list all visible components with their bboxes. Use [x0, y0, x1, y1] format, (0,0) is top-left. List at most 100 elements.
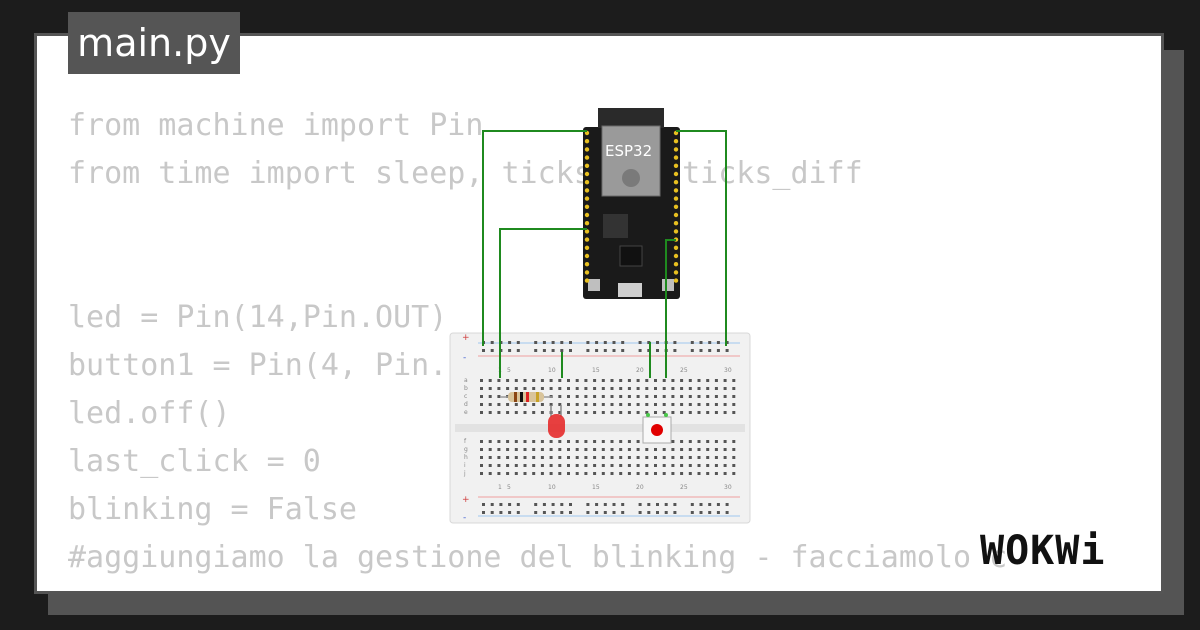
breadboard-hole — [723, 379, 727, 382]
breadboard-hole — [532, 464, 536, 467]
push-button[interactable] — [642, 413, 672, 444]
breadboard-hole — [488, 387, 492, 390]
col-number: 15 — [592, 484, 600, 491]
row-letter: g — [464, 446, 468, 453]
breadboard-hole — [480, 411, 483, 414]
breadboard-hole — [697, 440, 701, 443]
breadboard-hole — [586, 341, 590, 344]
header-pin — [584, 262, 590, 267]
breadboard-hole — [688, 448, 692, 451]
breadboard-hole — [671, 387, 675, 390]
breadboard-hole — [534, 503, 538, 506]
breadboard-hole — [621, 341, 625, 344]
breadboard-hole — [680, 379, 684, 382]
file-tab[interactable]: main.py — [68, 12, 240, 74]
breadboard-hole — [612, 511, 616, 514]
breadboard-hole — [714, 440, 718, 443]
breadboard-hole — [534, 511, 538, 514]
breadboard-hole — [603, 341, 607, 344]
breadboard-hole — [697, 403, 701, 406]
breadboard-hole — [567, 448, 570, 451]
breadboard-hole — [688, 464, 692, 467]
breadboard-hole — [569, 349, 572, 352]
led[interactable] — [548, 405, 565, 438]
boot-button[interactable] — [588, 279, 600, 291]
col-number: 30 — [724, 367, 732, 374]
breadboard-hole — [575, 379, 579, 382]
breadboard-hole — [488, 456, 492, 459]
col-number: 1 — [498, 484, 502, 491]
breadboard-hole — [490, 349, 494, 352]
breadboard-hole — [532, 448, 536, 451]
breadboard-hole — [697, 379, 701, 382]
header-pin — [673, 163, 679, 168]
breadboard-hole — [567, 411, 570, 414]
breadboard-hole — [619, 456, 623, 459]
breadboard-hole — [725, 511, 729, 514]
breadboard-hole — [508, 503, 512, 506]
breadboard-hole — [593, 448, 597, 451]
breadboard-hole — [706, 456, 710, 459]
breadboard-hole — [488, 403, 492, 406]
header-pin — [584, 155, 590, 160]
breadboard-hole — [497, 464, 501, 467]
breadboard-hole — [671, 472, 675, 475]
breadboard-hole — [532, 379, 536, 382]
breadboard-hole — [601, 395, 605, 398]
breadboard-hole — [569, 511, 572, 514]
breadboard-hole — [567, 472, 570, 475]
breadboard-hole — [716, 349, 720, 352]
breadboard-hole — [569, 341, 572, 344]
breadboard-hole — [549, 456, 553, 459]
breadboard-hole — [714, 472, 718, 475]
breadboard-hole — [656, 341, 659, 344]
breadboard-hole — [697, 395, 701, 398]
breadboard-hole — [610, 448, 614, 451]
breadboard-hole — [714, 411, 718, 414]
breadboard-hole — [549, 440, 553, 443]
breadboard-hole — [619, 448, 623, 451]
breadboard-hole — [673, 349, 677, 352]
breadboard-hole — [551, 503, 555, 506]
breadboard-hole — [671, 403, 675, 406]
breadboard-hole — [549, 387, 553, 390]
code-line: #aggiungiamo la gestione del blinking - … — [68, 540, 1008, 575]
breadboard-hole — [688, 387, 692, 390]
breadboard-hole — [627, 403, 631, 406]
esp32-board[interactable]: ESP32 — [583, 108, 680, 299]
breadboard-hole — [584, 395, 588, 398]
col-number: 10 — [548, 484, 556, 491]
code-line: last_click = 0 — [68, 444, 321, 479]
breadboard-hole — [540, 464, 544, 467]
breadboard-hole — [706, 403, 710, 406]
breadboard-hole — [567, 395, 570, 398]
header-pin — [584, 196, 590, 201]
reset-button[interactable] — [662, 279, 674, 291]
code-line — [68, 198, 1008, 246]
row-letter: d — [464, 401, 468, 408]
breadboard-hole — [638, 349, 642, 352]
col-number: 25 — [680, 367, 688, 374]
breadboard-hole — [636, 464, 640, 467]
breadboard[interactable]: + - + - 1 5 10 15 20 25 30 1 5 10 15 20 … — [449, 332, 751, 524]
breadboard-hole — [532, 387, 536, 390]
breadboard-hole — [697, 456, 701, 459]
breadboard-hole — [497, 448, 501, 451]
breadboard-hole — [688, 440, 692, 443]
breadboard-hole — [654, 395, 657, 398]
wokwi-logo: WOKWi — [980, 528, 1106, 574]
code-line: blinking = False — [68, 492, 357, 527]
breadboard-hole — [506, 379, 510, 382]
breadboard-hole — [654, 411, 657, 414]
code-line — [68, 246, 1008, 294]
breadboard-hole — [532, 456, 536, 459]
breadboard-hole — [480, 464, 483, 467]
breadboard-hole — [714, 456, 718, 459]
breadboard-hole — [499, 503, 503, 506]
breadboard-hole — [688, 456, 692, 459]
resistor[interactable] — [500, 392, 552, 402]
breadboard-hole — [575, 456, 579, 459]
breadboard-hole — [534, 341, 538, 344]
breadboard-hole — [688, 472, 692, 475]
